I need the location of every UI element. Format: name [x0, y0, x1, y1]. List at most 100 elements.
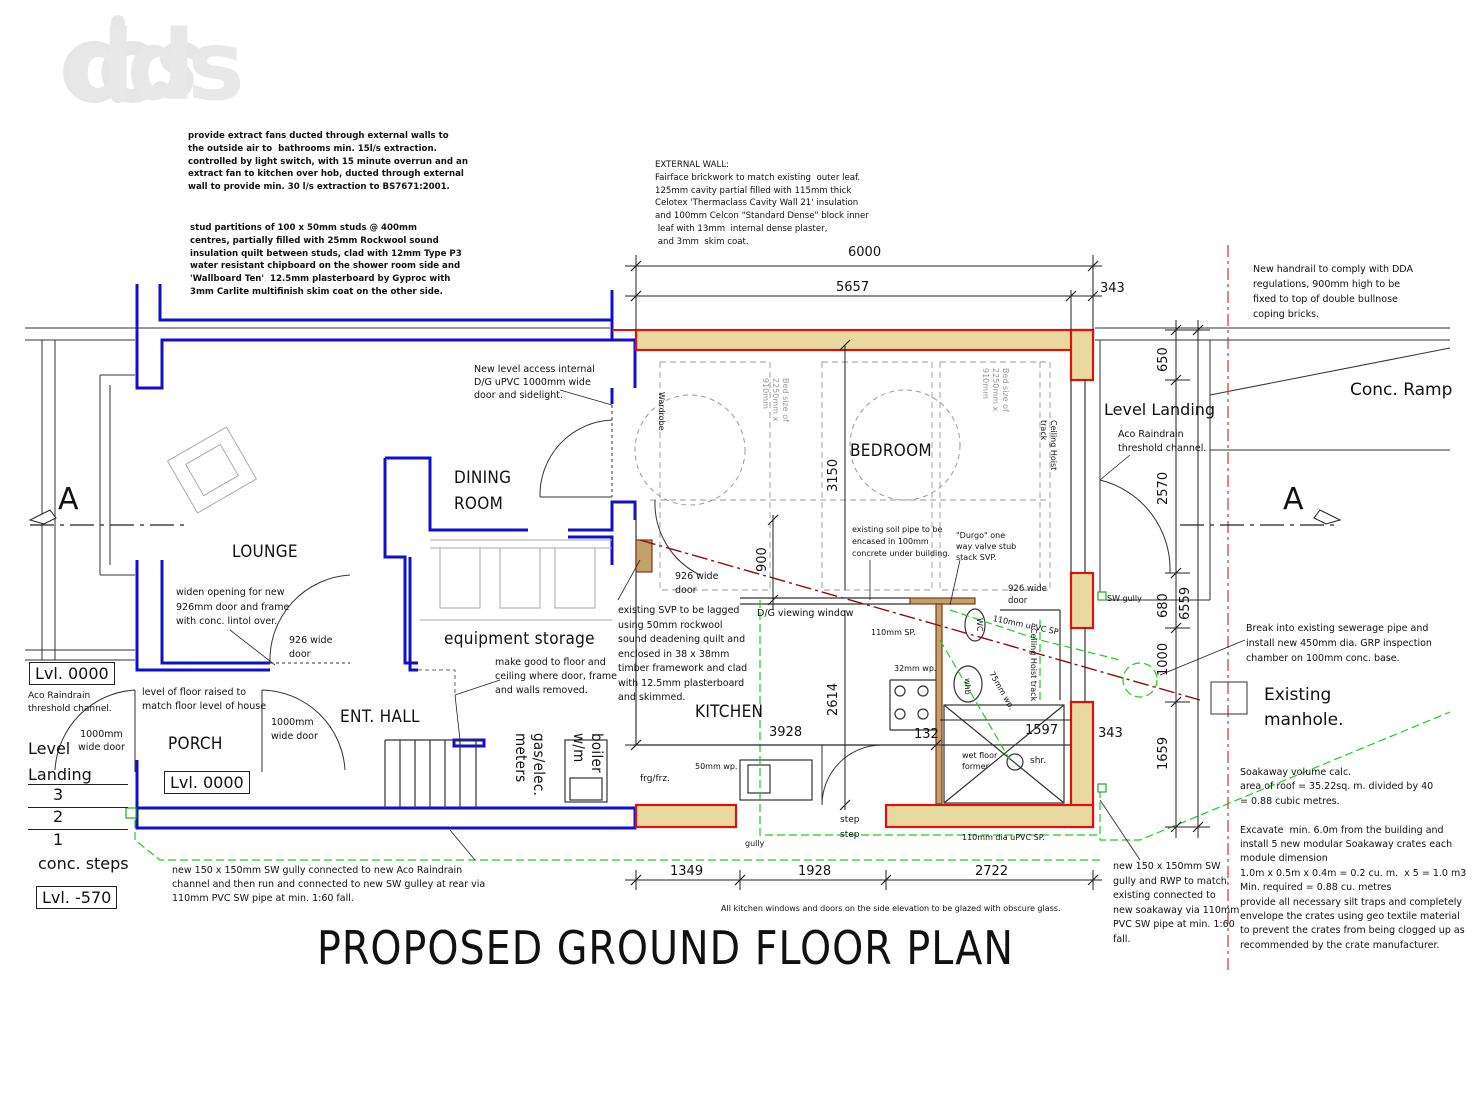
conc-steps-label: conc. steps: [38, 854, 129, 873]
level-landing-right: Level Landing: [1104, 400, 1216, 419]
dim-6559: 6559: [1178, 586, 1193, 620]
room-label-lounge: LOUNGE: [232, 542, 298, 562]
room-label-porch: PORCH: [168, 734, 223, 754]
widen-opening-note: widen opening for new 926mm door and fra…: [176, 587, 290, 627]
dim-1597: 1597: [1025, 723, 1059, 738]
shower-label: shr.: [1030, 756, 1047, 766]
dim-343-top: 343: [1100, 281, 1125, 296]
svp-note: existing SVP to be lagged using 50mm roc…: [618, 605, 748, 703]
make-good-note: make good to floor and ceiling where doo…: [495, 657, 618, 696]
existing-manhole-label: Existing manhole.: [1264, 685, 1344, 730]
room-label-dining: DINING ROOM: [454, 468, 512, 514]
dimension-lines: [625, 255, 1210, 890]
door-926-kitchen: 926 wide door: [675, 571, 719, 596]
external-wall-note: EXTERNAL WALL: Fairface brickwork to mat…: [655, 160, 869, 247]
partitions: [384, 380, 1086, 808]
level-box-top-left: Lvl. 0000: [29, 662, 115, 685]
durgo-valve-label: "Durgo" one way valve stub stack SVP.: [956, 531, 1017, 562]
aco-raindrain-right: Aco Raindrain threshold channel.: [1118, 429, 1207, 454]
soil-pipe: [639, 539, 1201, 701]
door-1000-hall: 1000mm wide door: [271, 717, 318, 742]
step-1: 1: [53, 830, 64, 849]
dim-1928: 1928: [798, 864, 832, 879]
sw-gully-label: SW gully: [1107, 594, 1142, 603]
ceiling-hoist-label: Ceiling Hoist track: [1039, 420, 1058, 471]
existing-manhole-symbol: [1210, 681, 1248, 715]
step-label-1: step: [840, 815, 860, 825]
dim-132: 132: [914, 727, 939, 742]
step-3: 3: [53, 785, 64, 804]
section-arrows: [28, 509, 1342, 525]
drainage-runs: [134, 600, 1451, 861]
dia-sp-label: 110mm dia uPVC SP.: [962, 833, 1045, 842]
gully-right-note: new 150 x 150mm SW gully and RWP to matc…: [1113, 861, 1240, 945]
new-door-note: New level access internal D/G uPVC 1000m…: [474, 364, 595, 401]
dim-2570: 2570: [1156, 471, 1171, 505]
sp110-label: 110mm SP.: [871, 628, 916, 637]
stud-partition-note: stud partitions of 100 x 50mm studs @ 40…: [190, 223, 462, 297]
obscure-glass-note: All kitchen windows and doors on the sid…: [721, 904, 1061, 913]
room-label-kitchen: KITCHEN: [695, 702, 764, 722]
leaders: [229, 389, 1246, 861]
equipment-storage-outline: [418, 669, 456, 695]
soil-pipe-note: existing soil pipe to be encased in 100m…: [852, 525, 950, 558]
section-marker-left: A: [58, 482, 79, 517]
step-line: [28, 829, 128, 830]
level-box-bottom: Lvl. -570: [36, 886, 118, 909]
dim-2614: 2614: [826, 682, 841, 716]
bed-size-right: Bed size of 2250mm x 910mm: [981, 368, 1010, 412]
dim-343-right: 343: [1098, 726, 1123, 741]
door-926-bathroom: 926 wide door: [1008, 584, 1047, 606]
drawing-title: PROPOSED GROUND FLOOR PLAN: [317, 922, 1014, 976]
furniture: [166, 426, 612, 621]
wet-floor-label: wet floor former: [962, 751, 998, 771]
dim-5657: 5657: [836, 280, 870, 295]
gully-label: gully: [745, 839, 765, 848]
dim-680: 680: [1156, 593, 1171, 618]
step-label-2: step: [840, 830, 860, 840]
gully-left-note: new 150 x 150mm SW gully connected to ne…: [172, 865, 486, 904]
dim-1349: 1349: [670, 864, 704, 879]
ceiling-hoist-label-2: Ceiling Hoist track: [1029, 628, 1038, 702]
bed-size-left: Bed size of 2250mm x 910mm: [761, 378, 790, 422]
dim-3150: 3150: [826, 458, 841, 492]
room-label-bedroom: BEDROOM: [850, 441, 932, 461]
fridge-freezer-label: frg/frz.: [640, 774, 670, 784]
beds: [650, 361, 1051, 591]
gullies: [125, 591, 1107, 819]
level-box-porch: Lvl. 0000: [164, 771, 250, 794]
steps: 3 2 1: [28, 784, 128, 853]
section-marker-right: A: [1283, 482, 1304, 517]
wc-label: WC: [975, 618, 984, 632]
wp32-label: 32mm wp.: [894, 664, 937, 673]
handrail-note: New handrail to comply with DDA regulati…: [1253, 264, 1413, 320]
dim-900: 900: [755, 547, 770, 572]
dds-logo: [63, 15, 199, 103]
dg-viewing-window: D/G viewing window: [757, 608, 854, 619]
dim-1659: 1659: [1156, 736, 1171, 770]
whb-label: whb: [963, 678, 972, 695]
break-into-note: Break into existing sewerage pipe and in…: [1246, 623, 1432, 664]
soakaway-note: Soakaway volume calc. area of roof = 35.…: [1240, 767, 1467, 951]
dim-3928: 3928: [769, 725, 803, 740]
level-landing-left: Level Landing: [28, 739, 92, 784]
extract-note: provide extract fans ducted through exte…: [188, 131, 468, 193]
room-label-hall: ENT. HALL: [340, 707, 420, 727]
wp50-label: 50mm wp.: [695, 762, 738, 771]
wardrobe-label: Wardrobe: [657, 392, 666, 431]
dds-logo-text: dds: [66, 10, 245, 122]
room-label-gas-meters: gas/elec. meters: [512, 733, 548, 797]
dim-1000: 1000: [1156, 642, 1171, 676]
step-line: [28, 807, 128, 808]
door-swings: [54, 389, 1171, 806]
floor-raised-note: level of floor raised to match floor lev…: [142, 687, 267, 712]
existing-walls: [135, 284, 637, 830]
door-1000-porch: 1000mm wide door: [78, 729, 125, 753]
step-2: 2: [53, 807, 64, 826]
dimension-ticks: [630, 260, 1204, 886]
conc-ramp-label: Conc. Ramp: [1350, 380, 1453, 400]
site-lines: [25, 327, 1451, 661]
dim-6000: 6000: [848, 245, 882, 260]
